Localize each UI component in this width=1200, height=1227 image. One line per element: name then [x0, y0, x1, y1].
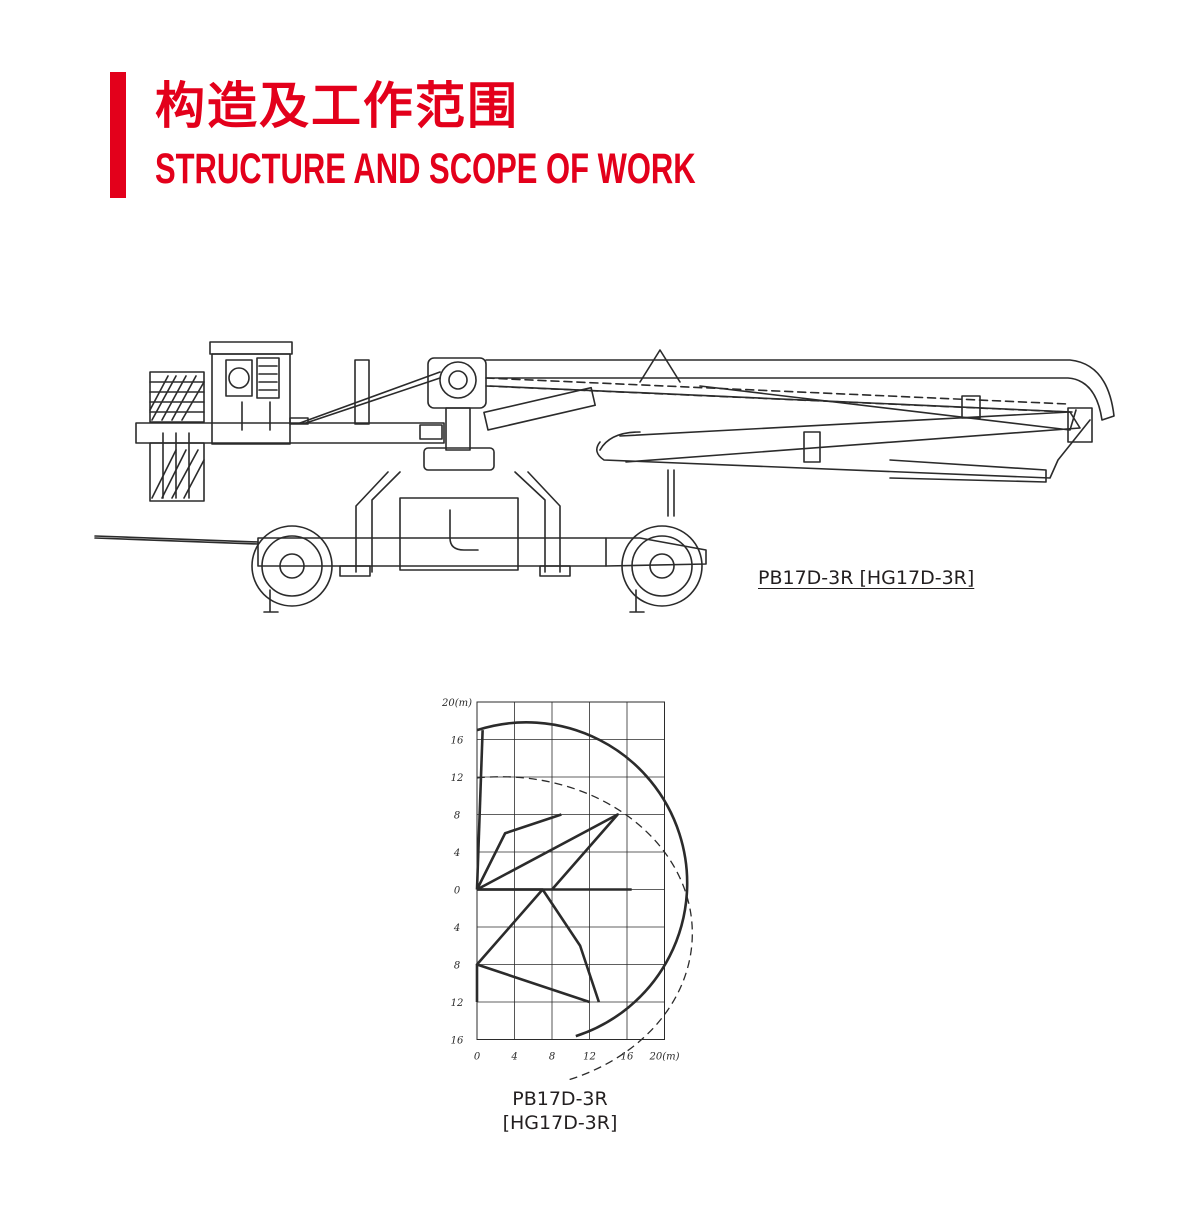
boom-position-line	[475, 888, 590, 1004]
y-tick-label: 4	[453, 848, 460, 859]
page-title-en: STRUCTURE AND SCOPE OF WORK	[155, 145, 696, 193]
y-tick-label: 0	[454, 886, 461, 897]
y-tick-label: 16	[451, 1036, 464, 1047]
boom-position-line	[476, 813, 619, 891]
x-tick-label: 20(m)	[648, 1052, 679, 1063]
x-tick-label: 16	[621, 1052, 634, 1063]
boom-position-line	[475, 730, 484, 890]
y-tick-label: 4	[453, 923, 460, 934]
model-label: PB17D-3R [HG17D-3R]	[758, 567, 975, 589]
x-tick-label: 8	[549, 1052, 555, 1063]
machine-drawing	[94, 341, 1115, 613]
y-tick-label: 8	[454, 811, 460, 822]
counterweight	[149, 371, 205, 502]
x-tick-label: 12	[583, 1052, 596, 1063]
chart-caption-model-alt: [HG17D-3R]	[502, 1112, 618, 1134]
grid-frame	[476, 701, 665, 1040]
chart-caption-model: PB17D-3R	[512, 1088, 608, 1110]
y-tick-label: 16	[451, 736, 464, 747]
boom-position-line	[541, 888, 601, 1003]
accent-bar	[110, 72, 126, 198]
chart-marks	[475, 721, 693, 1080]
power-unit	[209, 341, 293, 445]
y-tick-label: 12	[451, 998, 464, 1009]
chart-grid	[476, 701, 665, 1040]
turret	[355, 357, 561, 573]
y-tick-label: 20(m)	[441, 698, 472, 709]
chart-caption: PB17D-3R [HG17D-3R]	[470, 1087, 650, 1135]
base-frame	[135, 359, 445, 444]
boom-position-line	[475, 813, 562, 891]
page-title-cn: 构造及工作范围	[155, 77, 519, 135]
x-tick-label: 4	[510, 1052, 517, 1063]
x-tick-label: 0	[474, 1052, 481, 1063]
working-range-chart: 0 4 8 12 16 20(m) 20(m) 16 12 8 4 0 4 8 12 16	[441, 698, 693, 1080]
y-tick-label: 8	[454, 961, 460, 972]
y-tick-label: 12	[451, 773, 464, 784]
boom	[483, 349, 1115, 517]
chart-tick-labels: 0 4 8 12 16 20(m) 20(m) 16 12 8 4 0 4 8 12 16	[441, 698, 680, 1063]
inner-reach-envelope	[476, 776, 693, 1080]
max-reach-envelope	[476, 721, 689, 1038]
chassis	[94, 525, 707, 613]
